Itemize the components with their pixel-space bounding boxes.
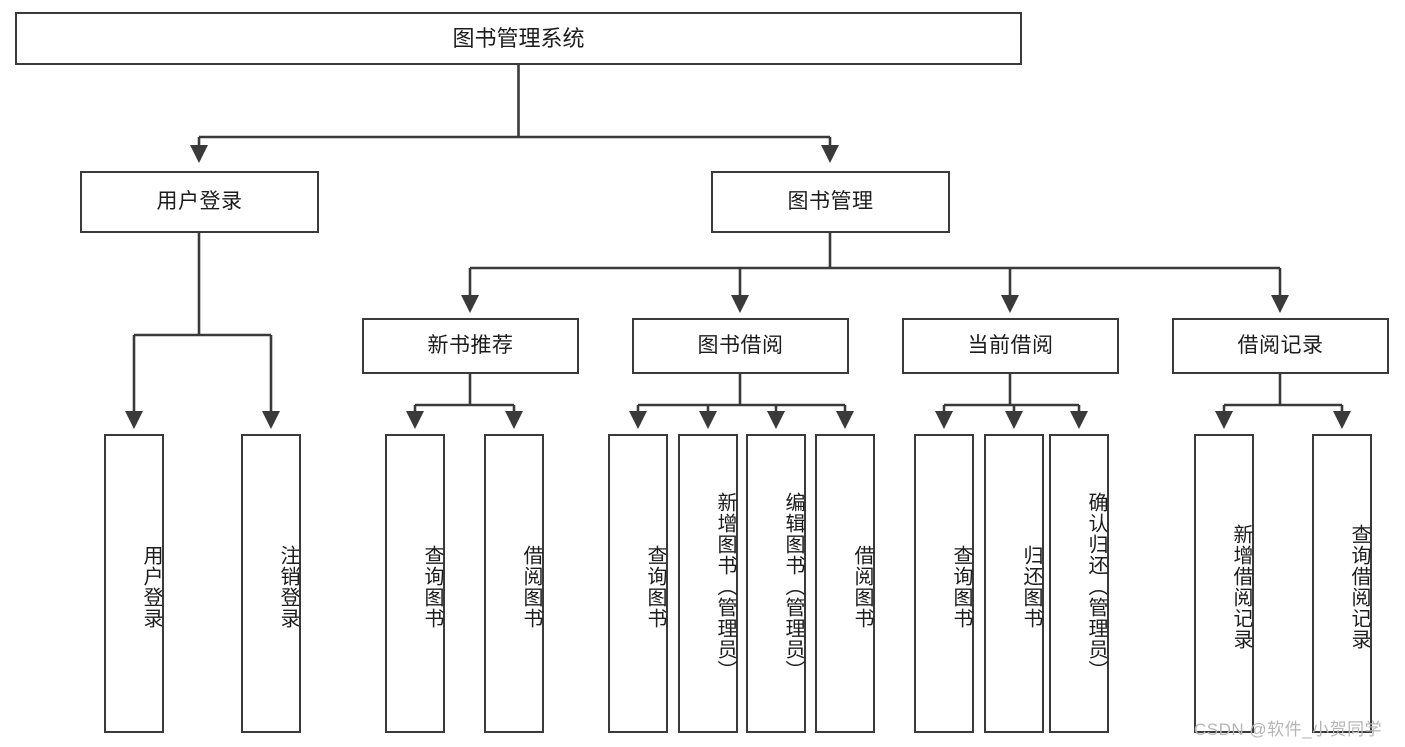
node-leaf-query-book-1[interactable]: 查询图书 [385, 434, 445, 733]
node-leaf-query-borrow-record[interactable]: 查询借阅记录 [1312, 434, 1372, 733]
node-label: 图书管理系统 [452, 25, 585, 51]
node-book-management[interactable]: 图书管理 [711, 171, 950, 233]
node-leaf-query-book-3[interactable]: 查询图书 [914, 434, 974, 733]
node-root-book-management-system[interactable]: 图书管理系统 [15, 12, 1022, 65]
node-leaf-borrow-book-1[interactable]: 借阅图书 [484, 434, 544, 733]
node-label: 编辑图书（管理员） [782, 492, 804, 681]
node-label: 查询图书 [950, 544, 972, 629]
node-leaf-borrow-book-2[interactable]: 借阅图书 [815, 434, 875, 733]
node-leaf-query-book-2[interactable]: 查询图书 [608, 434, 668, 733]
node-current-borrow[interactable]: 当前借阅 [902, 318, 1119, 374]
node-label: 新增图书（管理员） [714, 492, 736, 681]
node-label: 用户登录 [156, 189, 243, 213]
node-label: 当前借阅 [967, 333, 1054, 357]
node-label: 借阅记录 [1237, 333, 1324, 357]
node-label: 查询图书 [644, 544, 666, 629]
node-new-book-recommend[interactable]: 新书推荐 [362, 318, 579, 374]
node-leaf-confirm-return-admin[interactable]: 确认归还（管理员） [1049, 434, 1109, 733]
node-leaf-user-login[interactable]: 用户登录 [104, 434, 164, 733]
node-label: 用户登录 [140, 544, 162, 629]
node-label: 查询图书 [421, 544, 443, 629]
node-label: 图书管理 [787, 189, 874, 213]
node-leaf-edit-book-admin[interactable]: 编辑图书（管理员） [746, 434, 806, 733]
node-user-login[interactable]: 用户登录 [80, 171, 319, 233]
node-label: 新增借阅记录 [1230, 523, 1252, 650]
node-label: 借阅图书 [520, 544, 542, 629]
node-label: 借阅图书 [851, 544, 873, 629]
node-label: 归还图书 [1020, 544, 1042, 629]
node-label: 注销登录 [277, 544, 299, 629]
node-label: 查询借阅记录 [1348, 523, 1370, 650]
node-borrow-record[interactable]: 借阅记录 [1172, 318, 1389, 374]
node-leaf-add-borrow-record[interactable]: 新增借阅记录 [1194, 434, 1254, 733]
node-label: 图书借阅 [697, 333, 784, 357]
node-label: 确认归还（管理员） [1085, 492, 1107, 681]
node-leaf-return-book[interactable]: 归还图书 [984, 434, 1044, 733]
node-book-borrow[interactable]: 图书借阅 [632, 318, 849, 374]
csdn-watermark: CSDN @软件_小贺同学 [1194, 720, 1383, 739]
node-label: 新书推荐 [427, 333, 514, 357]
node-leaf-logout-login[interactable]: 注销登录 [241, 434, 301, 733]
node-leaf-add-book-admin[interactable]: 新增图书（管理员） [678, 434, 738, 733]
